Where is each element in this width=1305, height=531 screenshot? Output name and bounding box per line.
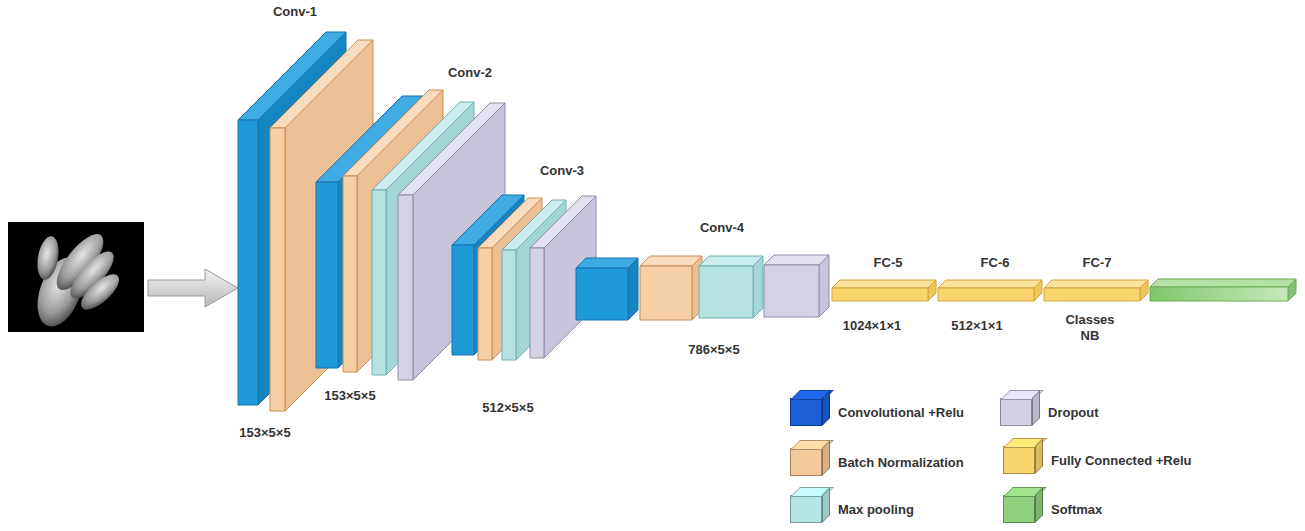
legend-item: Batch Normalization <box>790 448 1030 478</box>
softmax-block <box>1150 279 1296 301</box>
swatch-side-face <box>822 487 830 523</box>
layer-label: 786×5×5 <box>688 342 739 358</box>
layer-label: Conv-3 <box>540 163 584 179</box>
legend-item: Fully Connected +Relu <box>1003 446 1243 476</box>
legend-text: Dropout <box>1048 405 1099 421</box>
legend-text: Fully Connected +Relu <box>1051 453 1192 469</box>
legend-swatch <box>1000 398 1032 426</box>
layer-label: Conv-4 <box>700 220 744 236</box>
layer-label: 153×5×5 <box>324 388 375 404</box>
legend-item: Max pooling <box>790 495 1030 525</box>
legend-text: Softmax <box>1051 502 1102 518</box>
legend-text: Batch Normalization <box>838 455 964 471</box>
batchnorm-block <box>640 256 702 320</box>
maxpool-block <box>699 256 763 318</box>
layer-label: 512×5×5 <box>482 400 533 416</box>
legend-swatch <box>790 448 822 476</box>
layer-label: Conv-2 <box>448 65 492 81</box>
legend-swatch <box>1003 495 1035 523</box>
layer-label: 1024×1×1 <box>843 318 902 334</box>
layer-label: 153×5×5 <box>239 425 290 441</box>
input-arrow <box>148 269 238 307</box>
layer-label: FC-5 <box>874 255 903 271</box>
layer-label: Classes NB <box>1058 312 1122 344</box>
legend-swatch <box>790 398 822 426</box>
swatch-side-face <box>822 390 830 426</box>
legend-item: Softmax <box>1003 495 1243 525</box>
legend-text: Max pooling <box>838 502 914 518</box>
legend-swatch <box>790 495 822 523</box>
dropout-block <box>764 255 829 317</box>
conv-block <box>576 258 638 320</box>
layer-label: Conv-1 <box>273 4 317 20</box>
layer-label: FC-7 <box>1083 255 1112 271</box>
fc-block <box>832 280 936 301</box>
legend-item: Convolutional +Relu <box>790 398 1030 428</box>
legend-item: Dropout <box>1000 398 1240 428</box>
swatch-side-face <box>1035 487 1043 523</box>
swatch-side-face <box>822 440 830 476</box>
swatch-side-face <box>1032 390 1040 426</box>
input-image <box>8 222 144 333</box>
legend-swatch <box>1003 446 1035 474</box>
legend-text: Convolutional +Relu <box>838 405 964 421</box>
fc-block <box>1044 280 1148 301</box>
swatch-side-face <box>1035 438 1043 474</box>
fc-block <box>938 280 1042 301</box>
layer-label: 512×1×1 <box>951 318 1002 334</box>
layer-label: FC-6 <box>981 255 1010 271</box>
